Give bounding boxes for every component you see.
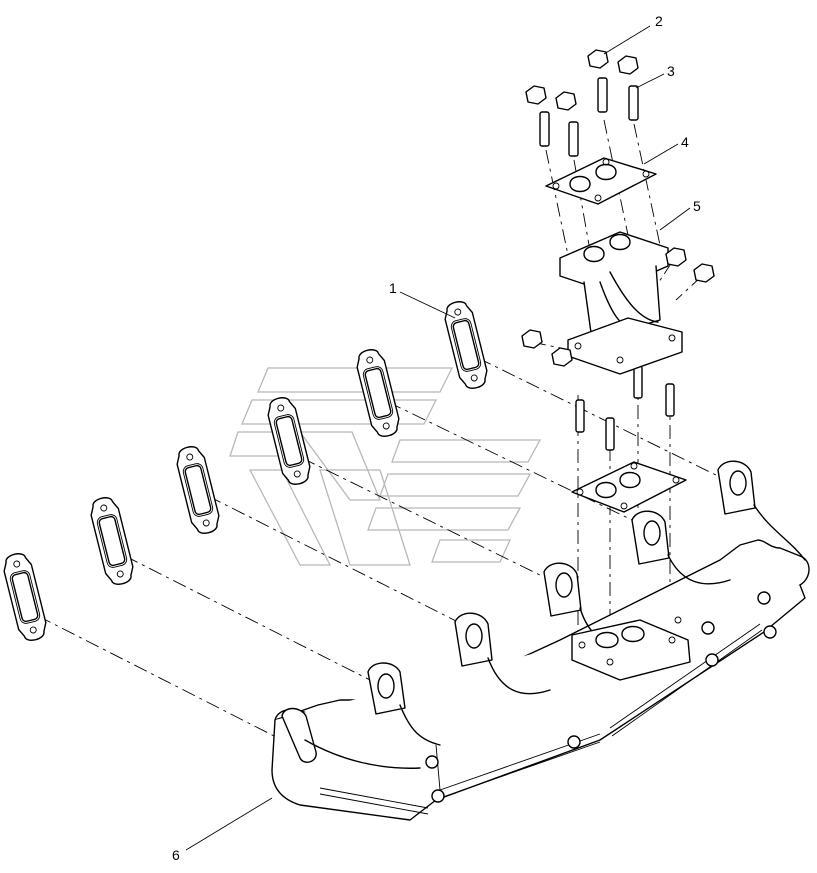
exhaust-manifold	[271, 460, 810, 821]
callout-2: 2	[655, 13, 663, 29]
lower-flange-gasket	[571, 461, 687, 513]
adapter-elbow	[559, 231, 683, 375]
callout-4: 4	[681, 134, 689, 150]
gasket-4	[267, 397, 311, 485]
top-studs	[539, 77, 639, 157]
gasket-3	[176, 446, 220, 534]
top-gasket	[545, 157, 657, 205]
callout-5: 5	[693, 198, 701, 214]
callout-6: 6	[172, 847, 180, 863]
callout-3: 3	[667, 63, 675, 79]
top-nuts	[525, 49, 639, 111]
gasket-1	[3, 553, 47, 641]
manifold-gaskets	[3, 301, 488, 641]
gasket-2	[90, 497, 134, 585]
callout-leaders	[185, 25, 691, 851]
gasket-6	[444, 301, 488, 389]
callout-1: 1	[389, 280, 397, 296]
elbow-nuts	[521, 247, 715, 367]
adapter-studs	[575, 365, 675, 451]
gasket-5	[356, 349, 400, 437]
